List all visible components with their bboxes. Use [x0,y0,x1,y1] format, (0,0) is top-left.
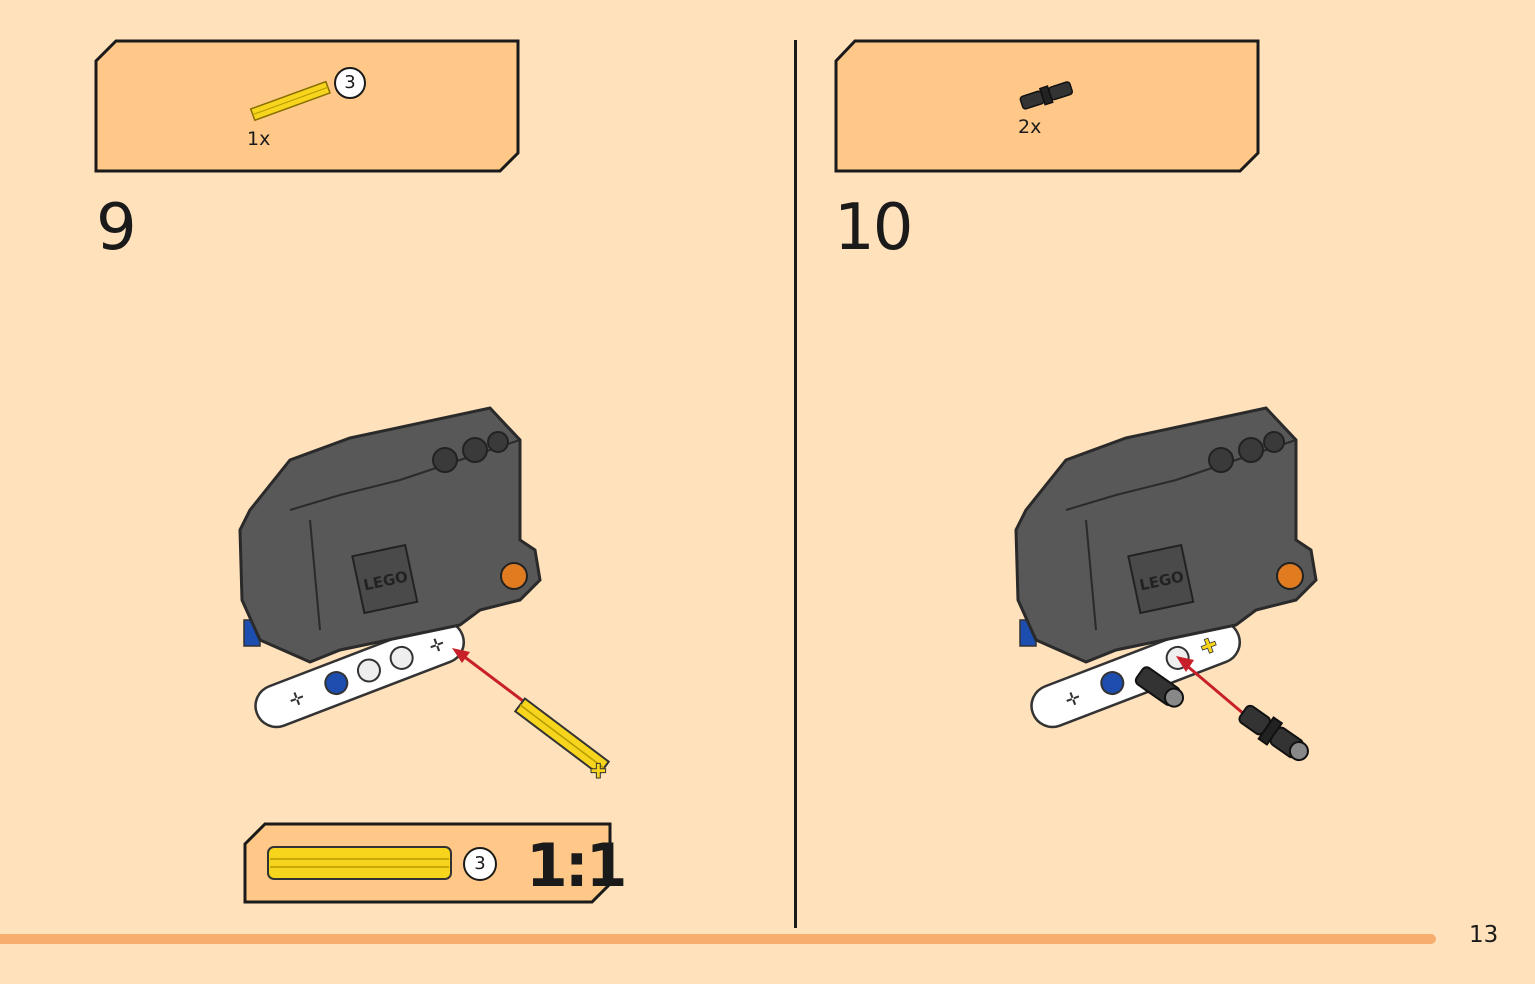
part-quantity: 1x [247,128,271,150]
svg-text:✛: ✛ [1062,687,1084,712]
svg-text:✚: ✚ [590,759,607,783]
yellow-axle-3-icon [249,80,331,122]
length-circle-icon [334,67,366,99]
scale-ratio: 1:1 [526,831,627,901]
svg-text:✛: ✛ [426,633,448,658]
black-pin-icon [1019,81,1074,110]
svg-text:✛: ✛ [286,687,308,712]
scale-length-label: 3 [474,853,486,874]
step-number-10: 10 [834,191,913,265]
page-number: 13 [1469,922,1499,948]
step-number: 9 [96,191,137,265]
part-quantity-step10: 2x [1018,116,1042,138]
motor-assembly-illustration-step10: ✛ ✚ LEGO [1014,406,1318,762]
footer-bar [0,934,1436,944]
part-length-label: 3 [344,72,356,93]
motor-assembly-illustration: ✛ ✛ LEGO ✚ [238,406,611,784]
step-divider [794,40,797,928]
